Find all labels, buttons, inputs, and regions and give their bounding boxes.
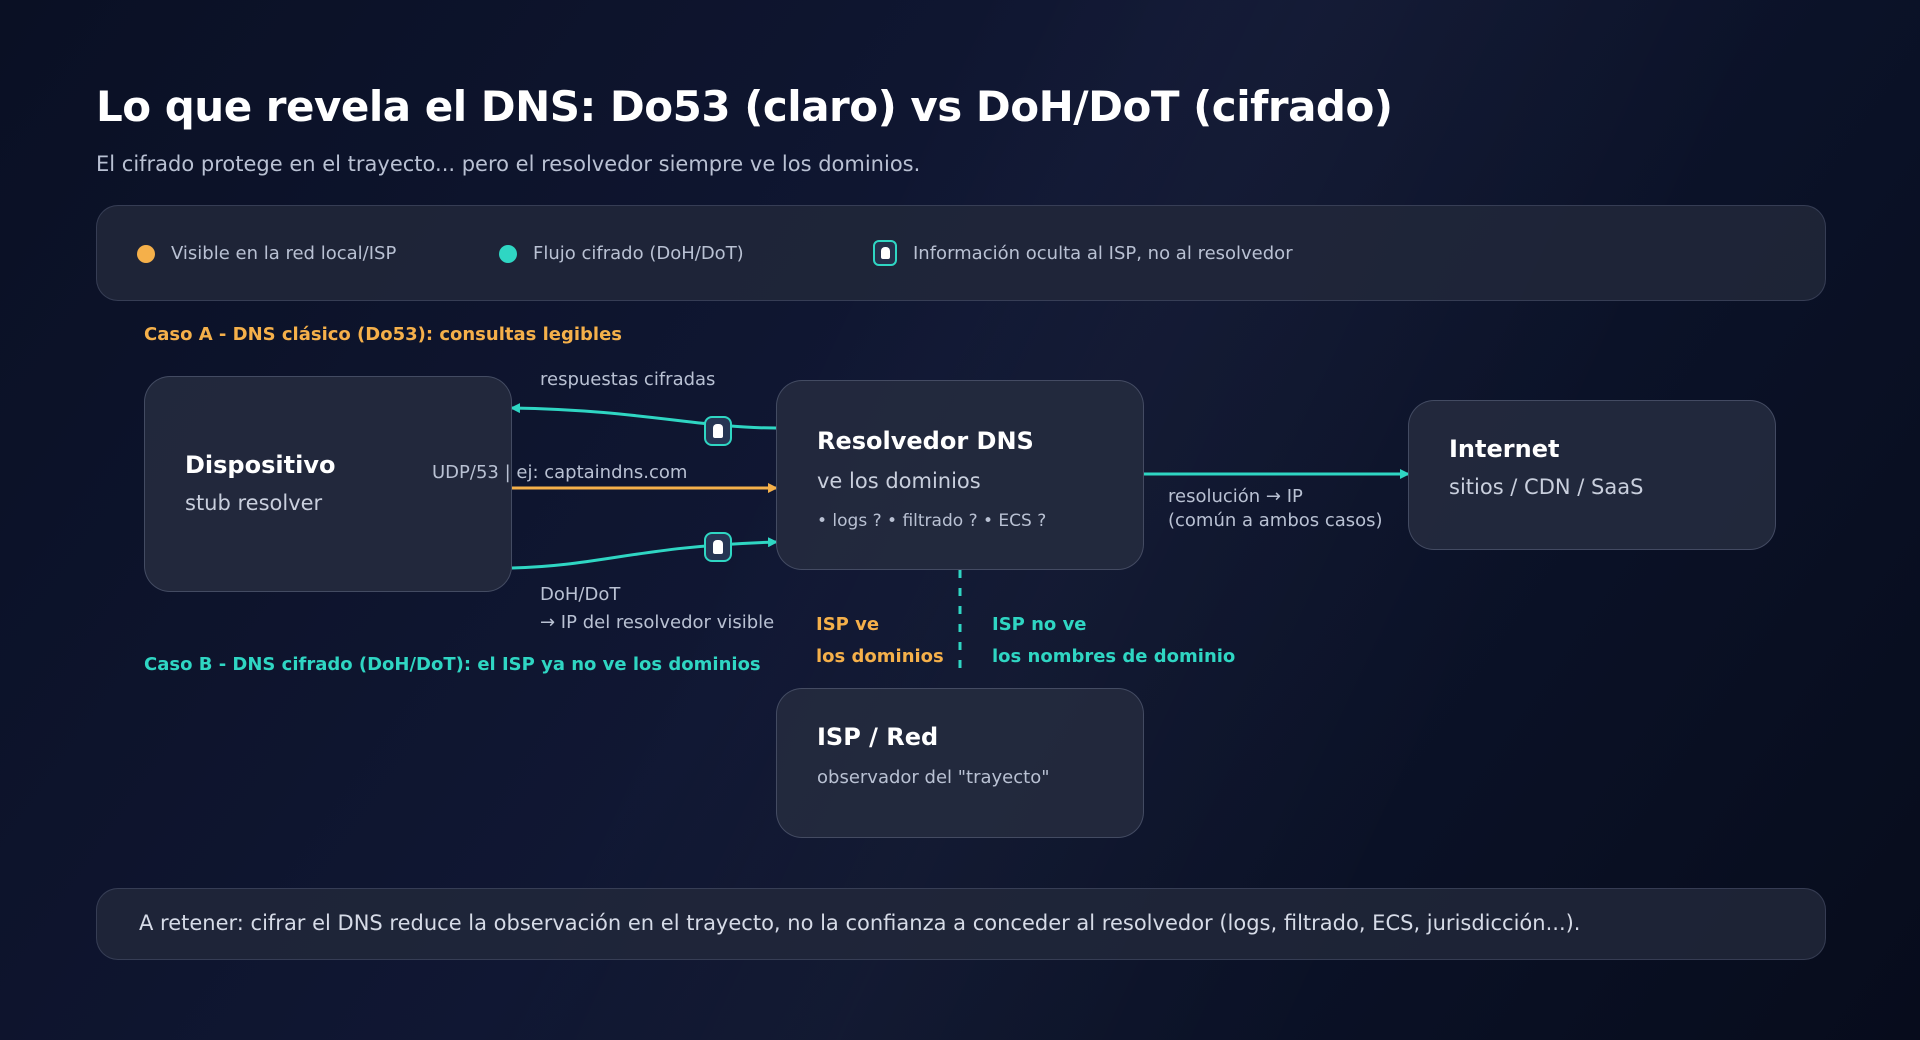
- query-lock-icon: [704, 532, 732, 562]
- legend-label-visible: Visible en la red local/ISP: [171, 243, 397, 264]
- plain-query-label: UDP/53 | ej: captaindns.com: [432, 462, 688, 483]
- legend-item-hidden: Información oculta al ISP, no al resolve…: [873, 240, 1293, 266]
- responses-label: respuestas cifradas: [540, 369, 716, 390]
- page-subtitle: El cifrado protege en el trayecto... per…: [96, 152, 921, 176]
- legend-item-encrypted: Flujo cifrado (DoH/DoT): [499, 243, 744, 264]
- device-node: Dispositivo stub resolver: [144, 376, 512, 592]
- isp-not-line2: los nombres de dominio: [992, 646, 1236, 667]
- device-subtitle: stub resolver: [185, 491, 323, 515]
- responses-arrow: [510, 403, 777, 430]
- legend-label-hidden: Información oculta al ISP, no al resolve…: [913, 242, 1293, 264]
- isp-node: ISP / Red observador del "trayecto": [776, 688, 1144, 838]
- resolution-label-line2: (común a ambos casos): [1168, 510, 1383, 531]
- doh-label-line1: DoH/DoT: [540, 584, 621, 605]
- doh-label-line2: → IP del resolvedor visible: [540, 612, 775, 633]
- legend-label-encrypted: Flujo cifrado (DoH/DoT): [533, 243, 744, 264]
- response-lock-icon: [704, 416, 732, 446]
- encrypted-query-arrow: [511, 537, 778, 570]
- legend-item-visible: Visible en la red local/ISP: [137, 243, 396, 264]
- resolver-subtitle: ve los dominios: [817, 469, 981, 493]
- isp-subtitle: observador del "trayecto": [817, 767, 1050, 788]
- internet-title: Internet: [1449, 435, 1560, 463]
- page-title: Lo que revela el DNS: Do53 (claro) vs Do…: [96, 82, 1393, 131]
- resolver-detail: • logs ? • filtrado ? • ECS ?: [817, 511, 1047, 531]
- case-a-label: Caso A - DNS clásico (Do53): consultas l…: [144, 324, 623, 345]
- internet-node: Internet sitios / CDN / SaaS: [1408, 400, 1776, 550]
- isp-sees-line1: ISP ve: [816, 614, 880, 635]
- isp-title: ISP / Red: [817, 723, 939, 751]
- case-b-label: Caso B - DNS cifrado (DoH/DoT): el ISP y…: [144, 654, 761, 675]
- legend-panel: Visible en la red local/ISP Flujo cifrad…: [96, 205, 1826, 301]
- isp-sees-line2: los dominios: [816, 646, 944, 667]
- isp-not-line1: ISP no ve: [992, 614, 1087, 635]
- device-title: Dispositivo: [185, 451, 336, 479]
- resolver-node: Resolvedor DNS ve los dominios • logs ? …: [776, 380, 1144, 570]
- orange-dot-icon: [137, 244, 155, 263]
- resolver-title: Resolvedor DNS: [817, 427, 1034, 455]
- resolution-label-line1: resolución → IP: [1168, 486, 1303, 507]
- internet-subtitle: sitios / CDN / SaaS: [1449, 475, 1644, 499]
- takeaway-text: A retener: cifrar el DNS reduce la obser…: [139, 911, 1581, 935]
- teal-dot-icon: [499, 244, 517, 263]
- lock-icon: [873, 240, 897, 266]
- takeaway-panel: A retener: cifrar el DNS reduce la obser…: [96, 888, 1826, 960]
